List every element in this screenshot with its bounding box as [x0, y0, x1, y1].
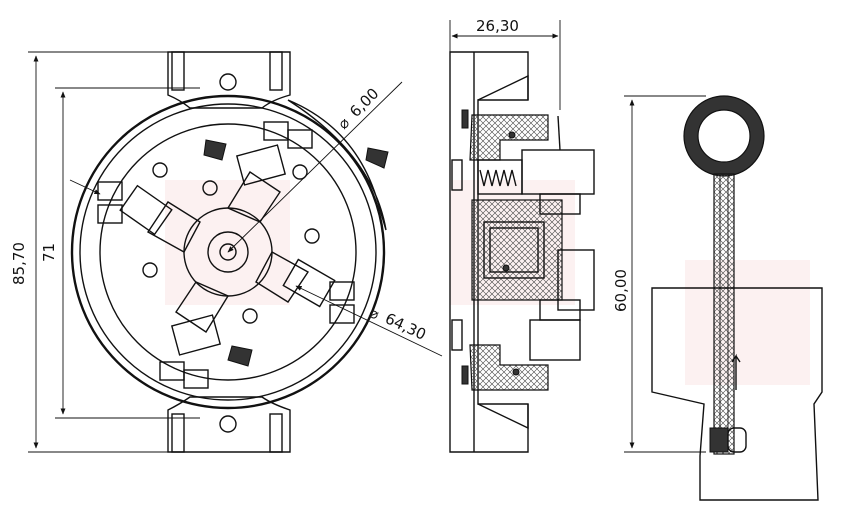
- dim-hole-diameter: 6,00: [346, 84, 382, 120]
- key-view: 60,00: [612, 95, 823, 501]
- key-housing: [651, 287, 823, 501]
- front-view: 85,70 71: [10, 51, 443, 453]
- dim-front-height: 85,70: [10, 242, 28, 285]
- dim-front-inner: 71: [40, 243, 58, 262]
- diameter-symbol-2: ⌀: [366, 303, 382, 323]
- diameter-symbol-1: ⌀: [334, 114, 353, 133]
- dim-key-length: 60,00: [612, 269, 630, 312]
- key-tip: [709, 427, 729, 453]
- dim-side-width: 26,30: [476, 17, 519, 35]
- side-view: 26,30: [449, 17, 595, 453]
- key-shaft: [713, 173, 735, 455]
